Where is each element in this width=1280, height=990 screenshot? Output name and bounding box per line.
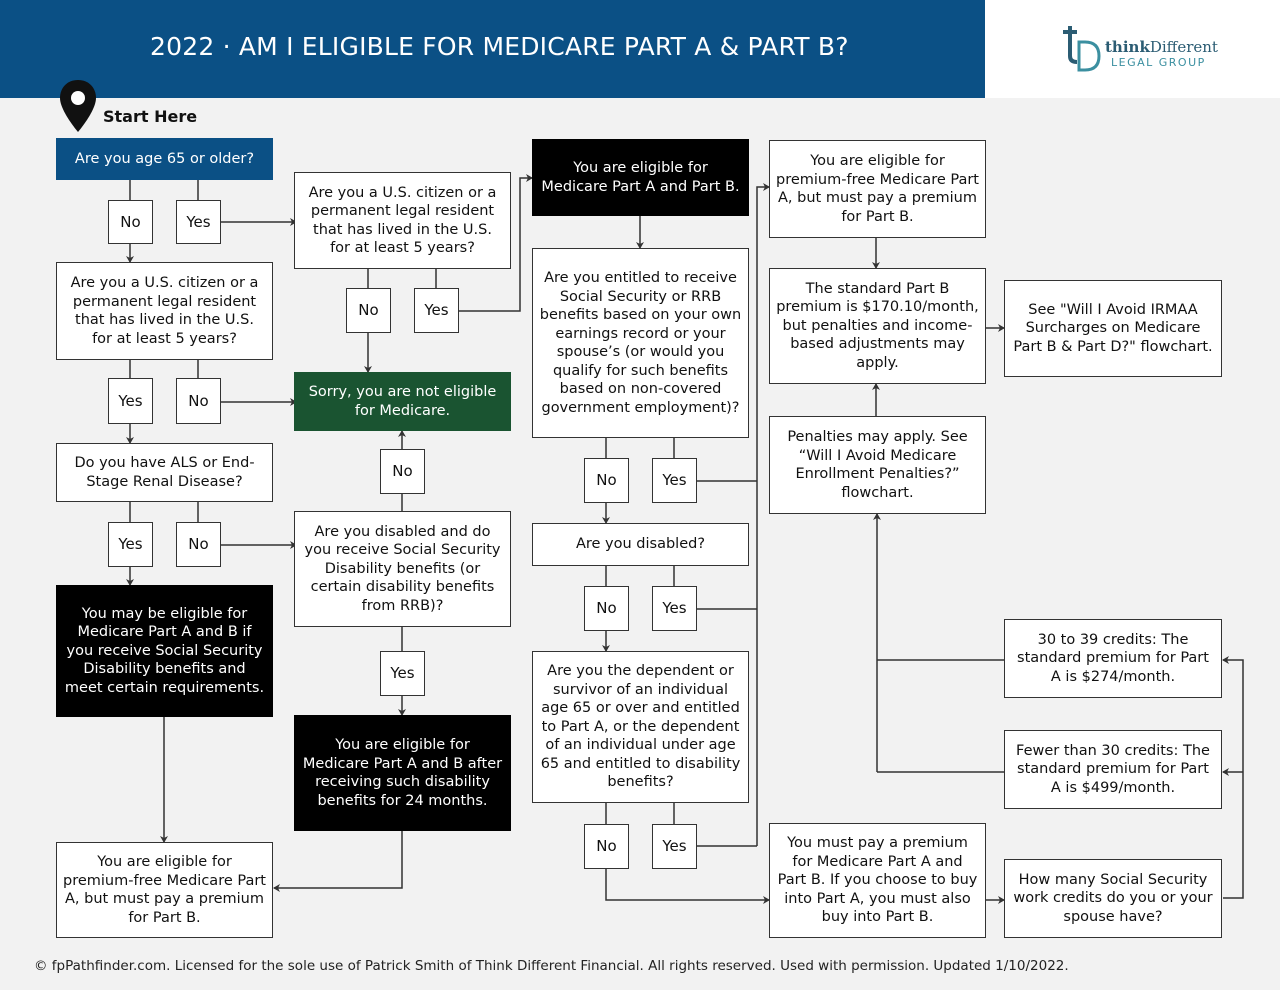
question-entitled: Are you entitled to receive Social Secur… bbox=[532, 248, 749, 438]
answer-yes-citizen-left: Yes bbox=[108, 378, 153, 424]
question-als: Do you have ALS or End-Stage Renal Disea… bbox=[56, 443, 273, 502]
answer-no-disabled: No bbox=[584, 586, 629, 631]
info-penalties: Penalties may apply. See “Will I Avoid M… bbox=[769, 416, 986, 514]
question-citizen-left: Are you a U.S. citizen or a permanent le… bbox=[56, 262, 273, 360]
start-label: Start Here bbox=[103, 107, 198, 126]
result-eligible-ab: You are eligible for Medicare Part A and… bbox=[532, 139, 749, 216]
question-disabled: Are you disabled? bbox=[532, 523, 749, 566]
question-disabled-ss: Are you disabled and do you receive Soci… bbox=[294, 511, 511, 627]
question-citizen-mid: Are you a U.S. citizen or a permanent le… bbox=[294, 172, 511, 269]
answer-yes-dependent: Yes bbox=[652, 824, 697, 869]
info-credits-30-39: 30 to 39 credits: The standard premium f… bbox=[1004, 619, 1222, 698]
question-dependent: Are you the dependent or survivor of an … bbox=[532, 651, 749, 803]
answer-yes-disabled-ss: Yes bbox=[380, 651, 425, 696]
result-premium-free-right: You are eligible for premium-free Medica… bbox=[769, 140, 986, 238]
answer-no-citizen-mid: No bbox=[346, 288, 391, 333]
question-credits: How many Social Security work credits do… bbox=[1004, 859, 1222, 938]
answer-no-disabled-ss: No bbox=[380, 449, 425, 494]
logo-wordmark: thinkDifferent bbox=[1105, 38, 1218, 56]
logo-subtitle: LEGAL GROUP bbox=[1111, 56, 1206, 69]
result-not-eligible: Sorry, you are not eligible for Medicare… bbox=[294, 372, 511, 431]
answer-no-age: No bbox=[108, 200, 153, 244]
answer-yes-entitled: Yes bbox=[652, 458, 697, 503]
logo-area bbox=[985, 0, 1280, 98]
answer-yes-als: Yes bbox=[108, 522, 153, 567]
answer-no-citizen-left: No bbox=[176, 378, 221, 424]
result-premium-free-left: You are eligible for premium-free Medica… bbox=[56, 842, 273, 938]
info-credits-under-30: Fewer than 30 credits: The standard prem… bbox=[1004, 730, 1222, 809]
page-title: 2022 · AM I ELIGIBLE FOR MEDICARE PART A… bbox=[150, 32, 849, 61]
answer-no-dependent: No bbox=[584, 824, 629, 869]
answer-yes-citizen-mid: Yes bbox=[414, 288, 459, 333]
answer-no-als: No bbox=[176, 522, 221, 567]
question-age-65: Are you age 65 or older? bbox=[56, 138, 273, 180]
result-may-be-eligible: You may be eligible for Medicare Part A … bbox=[56, 585, 273, 717]
answer-yes-age: Yes bbox=[176, 200, 221, 244]
info-see-irmaa: See "Will I Avoid IRMAA Surcharges on Me… bbox=[1004, 280, 1222, 377]
location-pin-icon bbox=[60, 80, 96, 132]
answer-yes-disabled: Yes bbox=[652, 586, 697, 631]
header-banner: 2022 · AM I ELIGIBLE FOR MEDICARE PART A… bbox=[0, 0, 985, 98]
answer-no-entitled: No bbox=[584, 458, 629, 503]
logo-icon bbox=[1063, 26, 1101, 72]
result-eligible-after-24: You are eligible for Medicare Part A and… bbox=[294, 715, 511, 831]
info-standard-part-b: The standard Part B premium is $170.10/m… bbox=[769, 268, 986, 384]
footer-copyright: © fpPathfinder.com. Licensed for the sol… bbox=[34, 958, 1069, 974]
result-must-pay: You must pay a premium for Medicare Part… bbox=[769, 823, 986, 938]
